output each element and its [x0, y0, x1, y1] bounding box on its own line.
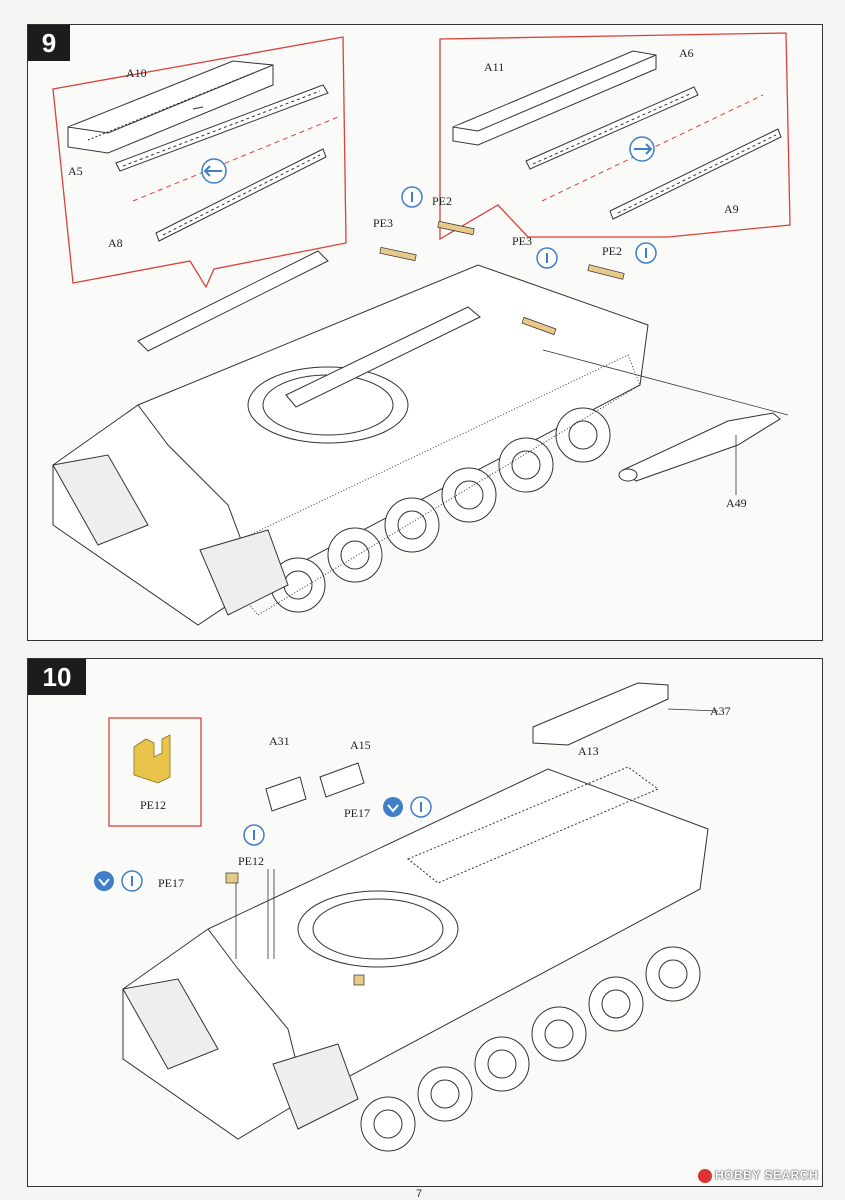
- info-icon-pe2-right: [635, 242, 657, 264]
- info-icon-pe3-right: [536, 247, 558, 269]
- tank-hull-drawing-9: [52, 250, 649, 626]
- step-10-illustration: PE12: [94, 682, 731, 1152]
- label-a13: A13: [578, 744, 599, 758]
- pe3-strip-right: [521, 316, 557, 336]
- step-number-10: 10: [28, 659, 86, 695]
- part-a5-drawing: [115, 84, 329, 172]
- label-pe17-left: PE17: [158, 876, 184, 890]
- label-pe3-right: PE3: [512, 234, 532, 248]
- down-icon-pe17-top: [383, 797, 403, 817]
- align-line-right: [541, 94, 764, 202]
- part-a31-drawing: [265, 776, 307, 812]
- label-a31: A31: [269, 734, 290, 748]
- pe12-part-drawing: [133, 734, 171, 784]
- part-a8-drawing: [155, 148, 327, 242]
- label-a15: A15: [350, 738, 371, 752]
- label-pe2-right: PE2: [602, 244, 622, 258]
- label-pe12-inset: PE12: [140, 798, 166, 812]
- label-a8: A8: [108, 236, 123, 250]
- label-a5: A5: [68, 164, 83, 178]
- pe17-part-center: [353, 974, 365, 986]
- part-a10-drawing: [67, 60, 274, 154]
- part-a11-drawing: [452, 50, 657, 146]
- direction-icon-right: [629, 136, 655, 162]
- label-a37: A37: [710, 704, 731, 718]
- step-10-panel: 10 PE12: [27, 658, 823, 1187]
- step-9-panel: 9: [27, 24, 823, 641]
- label-pe12: PE12: [238, 854, 264, 868]
- info-icon-pe12: [243, 824, 265, 846]
- label-a10: A10: [126, 66, 147, 80]
- part-a49-drawing: [618, 412, 781, 495]
- label-a11: A11: [484, 60, 504, 74]
- label-pe17-top: PE17: [344, 806, 370, 820]
- pe12-inset-box: [108, 717, 202, 827]
- step-9-illustration: A10 A5 A8 A11 A6 A9 PE3 PE2 PE3 PE2 A49: [52, 32, 791, 626]
- align-line-left: [132, 116, 339, 202]
- info-icon-pe17-top: [410, 796, 432, 818]
- part-a15-drawing: [319, 762, 365, 798]
- direction-icon-left: [201, 158, 227, 184]
- hobby-search-logo-icon: [698, 1168, 712, 1183]
- leader-a37: [667, 708, 719, 712]
- tank-hull-drawing-10: [122, 766, 709, 1152]
- part-a9-drawing: [609, 128, 782, 220]
- label-a6: A6: [679, 46, 694, 60]
- down-icon-pe17-left: [94, 871, 114, 891]
- page-number: 7: [416, 1188, 423, 1200]
- pe2-strip-right: [587, 264, 625, 280]
- label-a49: A49: [726, 496, 747, 510]
- info-icon-pe2-left: [401, 186, 423, 208]
- pe17-part-left: [225, 872, 239, 884]
- pe3-strip-left: [379, 246, 417, 262]
- callout-box-left: [52, 36, 347, 289]
- pe2-strip-left: [437, 220, 475, 236]
- label-a9: A9: [724, 202, 739, 216]
- arrow-a10: [192, 106, 204, 110]
- callout-box-right: [439, 32, 791, 241]
- step-number-9: 9: [28, 25, 70, 61]
- hobby-search-watermark: HOBBY SEARCH: [698, 1168, 818, 1183]
- label-pe2-left: PE2: [432, 194, 452, 208]
- part-a37-drawing: [532, 682, 669, 746]
- info-icon-pe17-left: [121, 870, 143, 892]
- part-a6-drawing: [525, 86, 699, 170]
- leader-a49: [542, 349, 789, 416]
- label-pe3-left: PE3: [373, 216, 393, 230]
